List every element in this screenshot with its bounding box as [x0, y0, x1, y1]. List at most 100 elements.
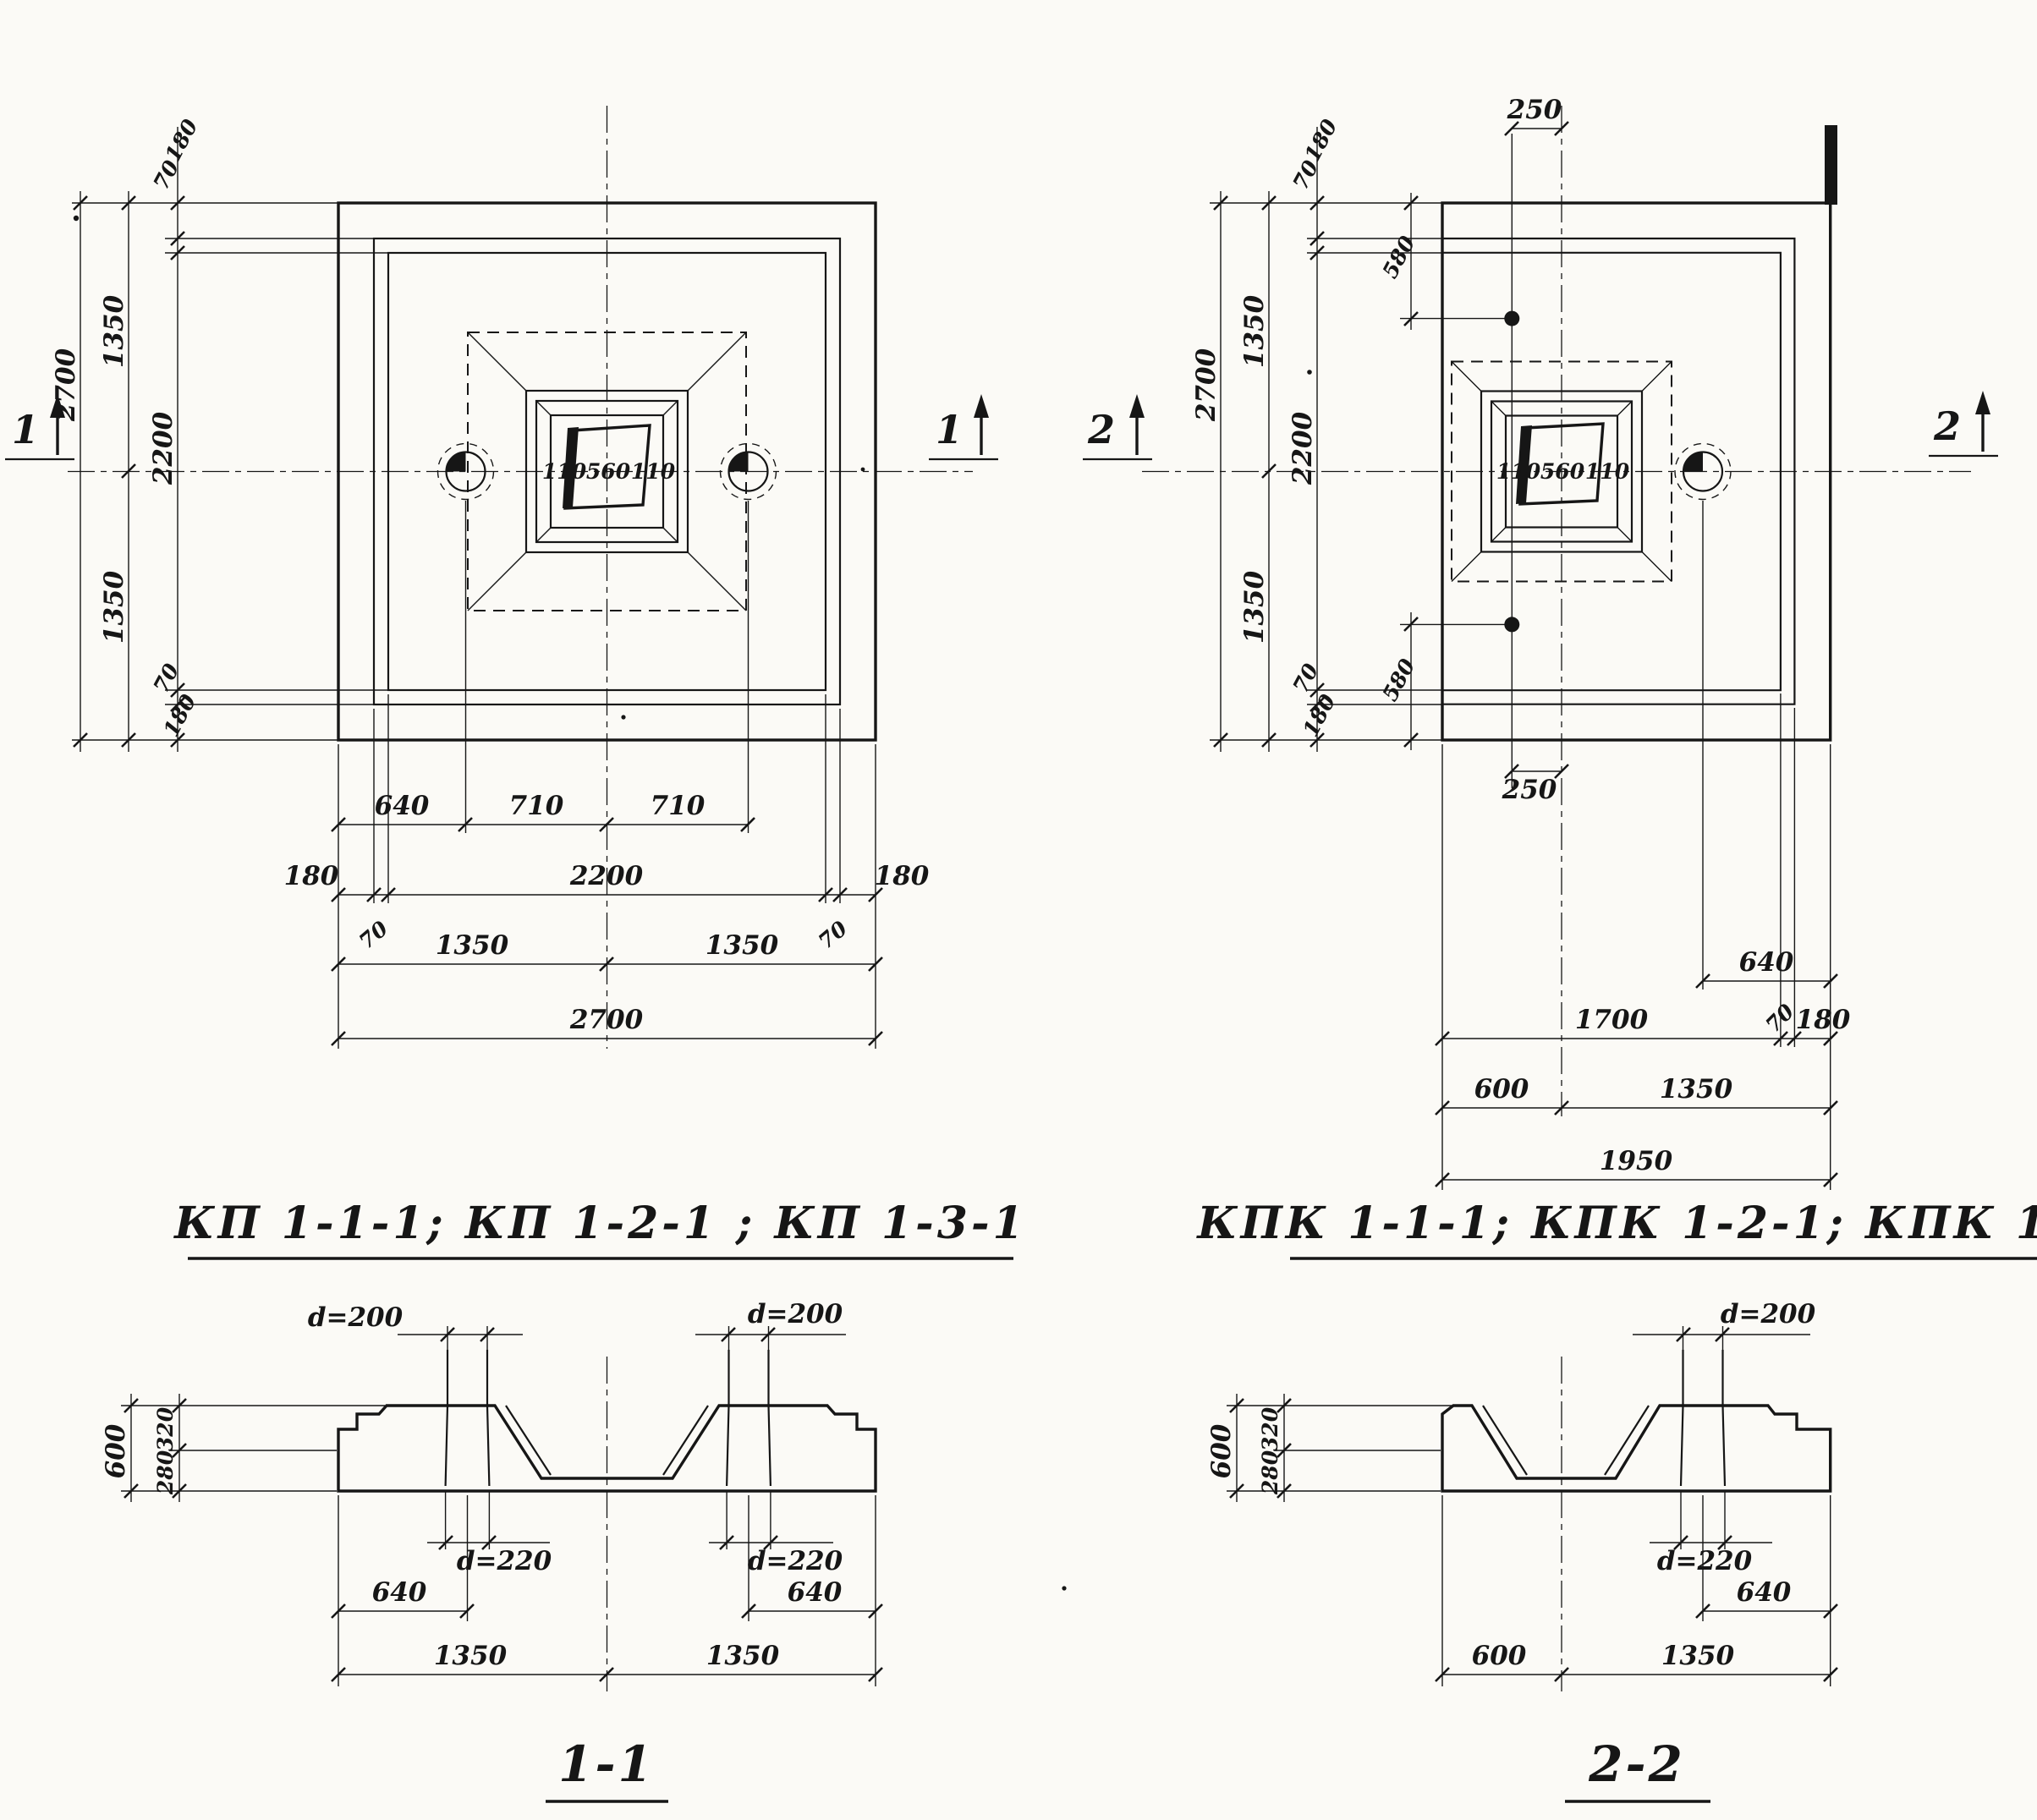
dim-d220-left: d=220 — [457, 1546, 552, 1576]
dim-320: 320 — [1258, 1406, 1282, 1451]
plan-kpk-title-text: КПК 1-1-1; КПК 1-2-1; КПК 1-3-1 — [1195, 1198, 2037, 1249]
plan-kpk-dims-bottom: 250 640 1700 70 180 600 1350 1950 — [1434, 501, 1851, 1190]
section-2-label: 2 — [1087, 407, 1115, 452]
dim-180-bottom: 180 — [1298, 690, 1340, 741]
dim-110-right: 110 — [631, 459, 676, 484]
dim-180-right: 180 — [875, 861, 930, 891]
section-2-2-body — [1441, 1404, 1832, 1493]
dim-2700-h: 2700 — [569, 1005, 644, 1035]
section-2-2-pipe — [1679, 1350, 1727, 1487]
dim-580-bottom: 580 — [1377, 655, 1419, 705]
dim-280: 280 — [1258, 1450, 1282, 1495]
dim-710-right: 710 — [651, 791, 706, 821]
section-mark-2-left: 2 — [1083, 394, 1152, 461]
dim-1350-top: 1350 — [1239, 294, 1270, 368]
plan-kpk: 110 560 110 250 2700 — [1083, 95, 2037, 1260]
section-2-2-height-dims: 600 320 280 — [1206, 1394, 1452, 1502]
dim-600-bottom: 600 — [1472, 1641, 1527, 1671]
hand-mark-stroke — [563, 427, 579, 508]
section-1-1-body — [337, 1404, 877, 1493]
dim-560: 560 — [586, 459, 631, 484]
dim-640: 640 — [1737, 1577, 1792, 1608]
plan-kpk-dims-left: 2700 1350 1350 2200 180 70 580 70 180 58… — [1191, 115, 1442, 752]
section-1-1-title-text: 1-1 — [558, 1735, 655, 1793]
dim-1350-bottom: 1350 — [99, 570, 129, 644]
plan-kpk-title: КПК 1-1-1; КПК 1-2-1; КПК 1-3-1 — [1195, 1198, 2037, 1260]
dim-180-top: 180 — [160, 115, 202, 166]
plan-kp-centerlines — [68, 106, 973, 1049]
section-1-label: 1 — [936, 407, 963, 452]
section-1-1: d=200 d=200 d=220 d=220 600 — [101, 1299, 884, 1803]
dim-320: 320 — [153, 1406, 178, 1451]
dim-640-right: 640 — [788, 1577, 843, 1608]
dim-2200-h: 2200 — [569, 861, 644, 891]
section-2-2: d=200 d=220 600 320 280 — [1206, 1299, 1839, 1803]
dim-110-left: 110 — [542, 459, 587, 484]
section-mark-1-right: 1 — [929, 394, 998, 461]
dim-d200-left: d=200 — [308, 1302, 404, 1333]
dim-110-right: 110 — [1585, 459, 1630, 484]
dim-70-left: 70 — [354, 916, 393, 954]
dim-640-left: 640 — [372, 1577, 427, 1608]
dim-2200-v: 2200 — [148, 411, 178, 485]
ink-smudge — [1825, 125, 1837, 205]
dim-1350: 1350 — [1660, 1074, 1733, 1105]
dim-d200: d=200 — [1721, 1299, 1816, 1329]
section-1-1-title: 1-1 — [546, 1735, 668, 1803]
section-1-1-height-dims: 600 320 280 — [101, 1394, 385, 1502]
section-2-2-title: 2-2 — [1565, 1735, 1710, 1803]
dim-250-top: 250 — [1507, 95, 1562, 125]
dim-70-right: 70 — [1760, 999, 1799, 1038]
section-1-label: 1 — [12, 407, 39, 452]
dim-1700: 1700 — [1575, 1005, 1649, 1035]
dim-180-bottom: 180 — [158, 690, 200, 741]
dim-1350-top: 1350 — [99, 294, 129, 368]
dim-2200-v: 2200 — [1288, 411, 1318, 485]
dim-2700-v: 2700 — [1191, 348, 1222, 422]
dim-1350-bottom: 1350 — [1239, 570, 1270, 644]
plan-kp-dims-left: 2700 1350 1350 2200 180 70 70 180 — [51, 115, 388, 752]
dim-250-bottom: 250 — [1502, 775, 1557, 805]
plan-kpk-anchor-holes — [1400, 134, 1520, 788]
section-mark-2-right: 2 — [1929, 391, 1998, 458]
hand-mark-stroke — [1516, 425, 1532, 504]
section-arrow-up — [1129, 394, 1145, 418]
section-2-2-bottom-dims: 640 600 1350 — [1434, 1495, 1839, 1686]
section-2-2-pipe-dims: d=200 d=220 — [1633, 1299, 1816, 1576]
dim-600: 600 — [101, 1423, 131, 1478]
dim-d220: d=220 — [1657, 1546, 1753, 1576]
plan-kpk-dims-top: 250 — [1503, 95, 1570, 137]
dim-600: 600 — [1206, 1423, 1237, 1478]
dim-1350-left: 1350 — [436, 930, 509, 961]
dim-1350-left: 1350 — [434, 1641, 508, 1671]
dim-180-top: 180 — [1299, 115, 1342, 166]
section-1-1-pipe-dims: d=200 d=200 d=220 d=220 — [308, 1299, 846, 1576]
section-arrow-up — [50, 394, 65, 418]
section-2-label: 2 — [1933, 403, 1961, 449]
plan-kpk-outline — [1441, 125, 1837, 742]
dim-280: 280 — [153, 1450, 178, 1495]
plan-kp-pocket-dims: 110 560 110 — [542, 459, 676, 484]
section-arrow-up — [1975, 391, 1990, 414]
dim-640: 640 — [375, 791, 430, 821]
dim-180-left: 180 — [284, 861, 339, 891]
dim-1350-right: 1350 — [706, 1641, 780, 1671]
dim-d200-right: d=200 — [748, 1299, 843, 1329]
dim-1350-right: 1350 — [706, 930, 779, 961]
dim-600: 600 — [1474, 1074, 1529, 1105]
section-2-2-title-text: 2-2 — [1588, 1735, 1685, 1793]
paper-specks — [73, 215, 1312, 1591]
dim-180-right: 180 — [1796, 1005, 1851, 1035]
plan-kp-title: КП 1-1-1; КП 1-2-1 ; КП 1-3-1 — [173, 1198, 1026, 1260]
dim-710-left: 710 — [509, 791, 564, 821]
dim-70-right: 70 — [814, 916, 853, 954]
plan-kpk-pocket-dims: 110 560 110 — [1496, 459, 1630, 484]
dim-110-left: 110 — [1496, 459, 1541, 484]
plan-kp-title-text: КП 1-1-1; КП 1-2-1 ; КП 1-3-1 — [173, 1198, 1026, 1249]
plan-kpk-centerlines — [1142, 106, 1971, 1116]
section-arrow-up — [974, 394, 989, 418]
dim-560: 560 — [1540, 459, 1585, 484]
dim-640: 640 — [1739, 947, 1794, 978]
